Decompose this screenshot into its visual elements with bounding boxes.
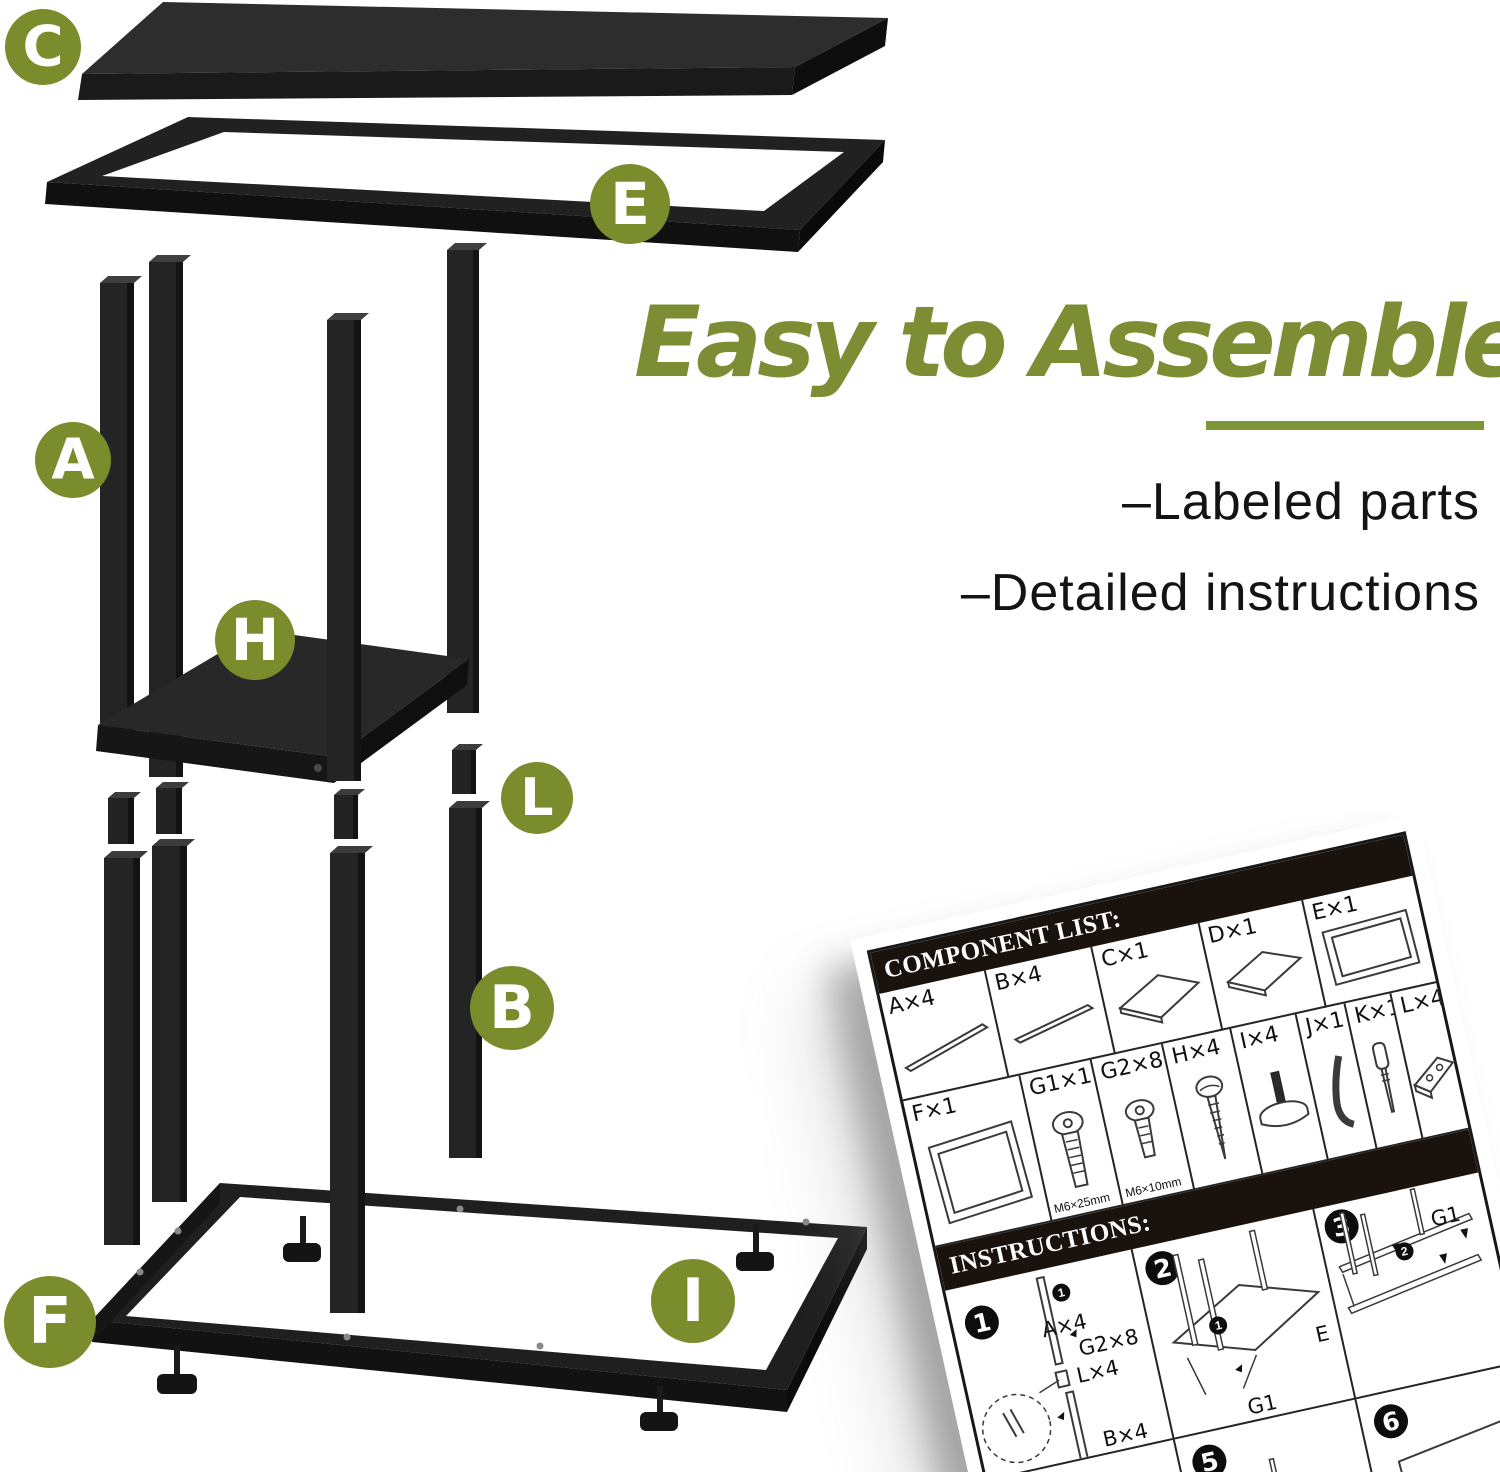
part-letter-badges: C E A H L B F I <box>4 9 735 1368</box>
step-3-cell: 3 2 G1 <box>1314 1172 1500 1400</box>
top-frame-part <box>45 117 885 252</box>
frame-icon <box>1321 909 1421 987</box>
component-row-1: A×4 B×4 C×1 D×1 <box>879 875 1437 1102</box>
instruction-manual-sheet: COMPONENT LIST: A×4 B×4 C×1 <box>850 814 1500 1472</box>
component-label: L×4 <box>1397 985 1448 1020</box>
step-6-cell: 6 <box>1356 1362 1500 1472</box>
feature-bullet-detailed-instructions: –Detailed instructions <box>960 564 1480 622</box>
badge-letter: I <box>682 1266 704 1336</box>
upper-legs <box>100 243 487 777</box>
lower-legs <box>104 801 490 1313</box>
badge-H: H <box>215 600 295 680</box>
component-label: I×4 <box>1237 1021 1282 1055</box>
step-diagram <box>981 1275 1089 1464</box>
badge-B: B <box>470 966 554 1050</box>
bottom-frame-part <box>92 1183 867 1412</box>
title-underline <box>1206 421 1484 430</box>
badge-C: C <box>5 9 81 85</box>
component-cell-B: B×4 <box>985 946 1117 1078</box>
component-cell-K: K×1 <box>1345 993 1424 1150</box>
badge-F: F <box>4 1276 96 1368</box>
screwdriver-icon <box>1371 1041 1395 1113</box>
table-top-part <box>78 2 888 100</box>
badge-letter: C <box>22 15 63 80</box>
component-row-2: F×1 G1×12 M6×25mm G2×8 <box>903 983 1469 1248</box>
component-cell-G2: G2×8 M6×10mm <box>1091 1043 1196 1206</box>
rod-icon <box>1013 1004 1095 1045</box>
component-cell-H: H×4 <box>1163 1028 1264 1191</box>
allen-key-icon <box>1332 1055 1355 1128</box>
adjustable-feet <box>157 1216 774 1431</box>
foot-icon <box>1258 1071 1310 1128</box>
step-diagram <box>1268 1457 1299 1472</box>
badge-A: A <box>35 422 111 498</box>
badge-letter: F <box>28 1285 72 1359</box>
component-cell-E: E×1 <box>1303 875 1437 1008</box>
page-title: Easy to Assemble <box>634 286 1500 400</box>
component-cell-C: C×1 <box>1092 923 1223 1055</box>
component-cell-J: J×1 <box>1296 1003 1379 1161</box>
panel-icon <box>1118 974 1201 1025</box>
component-label: J×1 <box>1303 1007 1347 1041</box>
connector-blocks <box>108 744 483 844</box>
component-cell-F: F×1 <box>903 1075 1053 1248</box>
block-icon <box>1413 1056 1455 1100</box>
panel-icon <box>1225 951 1303 998</box>
feature-bullet-labeled-parts: –Labeled parts <box>1121 473 1480 531</box>
step-5-cell: 5 <box>1175 1399 1428 1472</box>
component-cell-A: A×4 <box>879 970 1010 1102</box>
step-2-cell: 2 1 E G1 <box>1132 1208 1357 1440</box>
badge-letter: E <box>610 170 650 238</box>
component-cell-G1: G1×12 M6×25mm <box>1020 1059 1125 1222</box>
component-label: H×4 <box>1169 1034 1223 1070</box>
instruction-steps-row-1: 1 1 A×4 G2×8 L×4 B×4 <box>945 1172 1500 1472</box>
step-diagram <box>1171 1229 1321 1396</box>
badge-letter: B <box>489 973 535 1043</box>
step-1-cell: 1 1 A×4 G2×8 L×4 B×4 <box>945 1249 1176 1472</box>
upper-leg-front <box>327 313 369 781</box>
bolt-icon <box>1124 1099 1156 1159</box>
badge-letter: A <box>51 428 95 493</box>
screw-icon <box>1195 1075 1227 1160</box>
badge-L: L <box>501 762 573 834</box>
component-label: F×1 <box>909 1093 960 1128</box>
badge-letter: H <box>231 606 280 674</box>
component-cell-L: L×4 <box>1391 983 1469 1140</box>
rod-icon <box>903 1023 989 1073</box>
component-cell-D: D×1 <box>1199 899 1327 1031</box>
badge-letter: L <box>520 768 553 828</box>
frame-icon <box>927 1120 1034 1225</box>
component-cell-I: I×4 <box>1231 1014 1330 1176</box>
step-diagram <box>1338 1187 1483 1315</box>
step-diagram <box>1397 1418 1500 1472</box>
middle-shelf-part <box>96 630 469 783</box>
badge-I: I <box>651 1259 735 1343</box>
bolt-icon <box>1051 1110 1089 1189</box>
badge-E: E <box>590 164 670 244</box>
instruction-steps-row-2: 5 6 <box>987 1362 1500 1472</box>
